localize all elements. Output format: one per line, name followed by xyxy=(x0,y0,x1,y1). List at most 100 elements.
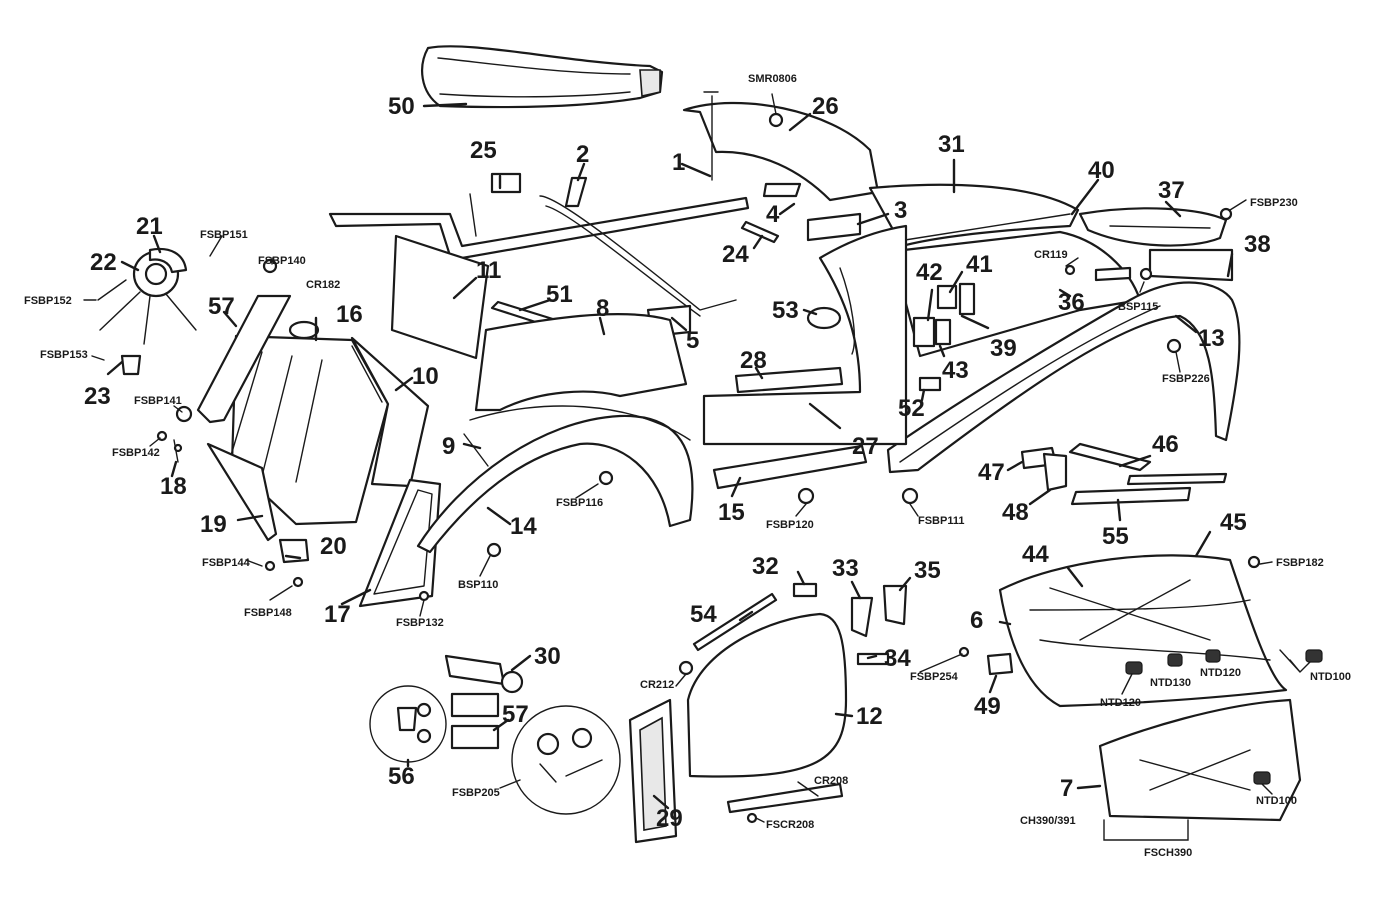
label-30: 30 xyxy=(534,643,561,670)
label-26: 26 xyxy=(812,93,839,120)
code-fsbp226: FSBP226 xyxy=(1162,373,1210,385)
label-33: 33 xyxy=(832,555,859,582)
part-cr208-door-seal xyxy=(726,782,844,814)
part-31-rear-deck xyxy=(868,183,1080,248)
label-27: 27 xyxy=(852,433,879,460)
label-56: 56 xyxy=(388,763,415,790)
part-28-trim-strip xyxy=(734,366,844,394)
code-fsbp111: FSBP111 xyxy=(918,515,964,527)
label-18: 18 xyxy=(160,473,187,500)
label-2: 2 xyxy=(576,141,589,168)
label-22: 22 xyxy=(90,249,117,276)
part-10-tank-bracket xyxy=(350,336,430,488)
part-53-grommet xyxy=(806,306,842,330)
label-39: 39 xyxy=(990,335,1017,362)
part-54-door-strip xyxy=(692,592,778,652)
part-30-latch xyxy=(444,654,524,694)
label-43: 43 xyxy=(942,357,969,384)
label-36: 36 xyxy=(1058,289,1085,316)
label-48: 48 xyxy=(1002,499,1029,526)
code-cr212: CR212 xyxy=(640,679,674,691)
part-12-door xyxy=(686,612,848,778)
label-46: 46 xyxy=(1152,431,1179,458)
code-bsp110: BSP110 xyxy=(458,579,498,591)
code-ch390: CH390/391 xyxy=(1020,815,1076,827)
label-7: 7 xyxy=(1060,775,1073,802)
label-17: 17 xyxy=(324,601,351,628)
part-57-tank-strap xyxy=(196,294,292,424)
label-42: 42 xyxy=(916,259,943,286)
part-57-hinge-set xyxy=(450,692,500,750)
label-50: 50 xyxy=(388,93,415,120)
hardware-items xyxy=(156,112,1323,824)
leader-lines xyxy=(83,93,1311,841)
label-5: 5 xyxy=(686,327,699,354)
label-24: 24 xyxy=(722,241,749,268)
label-28: 28 xyxy=(740,347,767,374)
label-35: 35 xyxy=(914,557,941,584)
code-fsbp182: FSBP182 xyxy=(1276,557,1324,569)
code-smr0806: SMR0806 xyxy=(748,73,797,85)
code-fsbp120: FSBP120 xyxy=(766,519,814,531)
label-25: 25 xyxy=(470,137,497,164)
label-53: 53 xyxy=(772,297,799,324)
code-cr182: CR182 xyxy=(306,279,340,291)
label-3: 3 xyxy=(894,197,907,224)
code-ntd120b: NTD120 xyxy=(1200,667,1241,679)
code-fsbp254: FSBP254 xyxy=(910,671,959,683)
label-45: 45 xyxy=(1220,509,1247,536)
code-fsbp132: FSBP132 xyxy=(396,617,444,629)
label-51: 51 xyxy=(546,281,573,308)
part-8-inner-panel xyxy=(474,313,688,412)
code-fsbp205: FSBP205 xyxy=(452,787,500,799)
label-34: 34 xyxy=(884,645,911,672)
part-13-rear-wing xyxy=(886,281,1241,474)
code-fsbp151: FSBP151 xyxy=(200,229,248,241)
label-13: 13 xyxy=(1198,325,1225,352)
label-6: 6 xyxy=(970,607,983,634)
part-21-wiper-cover xyxy=(148,247,188,274)
code-fsbp144: FSBP144 xyxy=(202,557,251,569)
label-14: 14 xyxy=(510,513,537,540)
label-44: 44 xyxy=(1022,541,1049,568)
label-31: 31 xyxy=(938,131,965,158)
part-44-bulkhead xyxy=(998,554,1288,708)
label-32: 32 xyxy=(752,553,779,580)
part-14-front-wing xyxy=(416,405,694,554)
label-11: 11 xyxy=(476,257,501,284)
code-fsbp116: FSBP116 xyxy=(556,497,603,509)
label-47: 47 xyxy=(978,459,1005,486)
part-22-wiper-motor xyxy=(97,250,197,345)
part-26-rear-panel xyxy=(682,91,880,202)
code-cr208: CR208 xyxy=(814,775,848,787)
code-fsbp153: FSBP153 xyxy=(40,349,88,361)
part-37-boot-lid xyxy=(1078,207,1228,247)
label-41: 41 xyxy=(966,251,993,278)
label-40: 40 xyxy=(1088,157,1115,184)
code-ntd100a: NTD100 xyxy=(1310,671,1351,683)
code-fsbp140: FSBP140 xyxy=(258,255,306,267)
code-ntd130: NTD130 xyxy=(1150,677,1191,689)
part-number-labels: 50 26 25 2 1 31 40 37 4 3 21 24 38 22 11… xyxy=(84,93,1271,832)
label-38: 38 xyxy=(1244,231,1271,258)
part-50-hood-cover xyxy=(421,45,664,109)
part-20-bracket xyxy=(278,538,310,564)
label-20: 20 xyxy=(320,533,347,560)
label-8: 8 xyxy=(596,295,609,322)
detail-56-fixings xyxy=(369,685,447,763)
label-15: 15 xyxy=(718,499,745,526)
code-fsbp141: FSBP141 xyxy=(134,395,182,407)
code-ntd100b: NTD100 xyxy=(1256,795,1297,807)
label-57b: 57 xyxy=(502,701,529,728)
label-21: 21 xyxy=(136,213,163,240)
label-57a: 57 xyxy=(208,293,235,320)
code-fsbp142: FSBP142 xyxy=(112,447,160,459)
code-fsbp148: FSBP148 xyxy=(244,607,292,619)
code-fsch390: FSCH390 xyxy=(1144,847,1192,859)
label-10: 10 xyxy=(412,363,439,390)
label-54: 54 xyxy=(690,601,717,628)
label-12: 12 xyxy=(856,703,883,730)
code-fsbp152: FSBP152 xyxy=(24,295,72,307)
detail-fsbp205-fixings xyxy=(511,705,621,815)
